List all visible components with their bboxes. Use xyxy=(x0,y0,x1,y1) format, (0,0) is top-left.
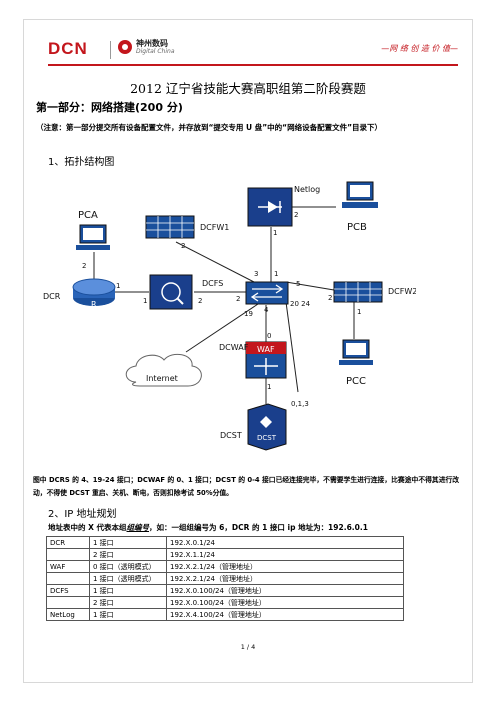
dcn-logo: DCN xyxy=(48,39,88,58)
port-waf-0: 0 xyxy=(267,332,271,340)
internet-label: Internet xyxy=(146,374,178,383)
part1-title: 第一部分：网络搭建(200 分) xyxy=(36,101,183,114)
dcfw2-firewall-icon xyxy=(333,281,383,303)
table-row: DCFS 1 接口 192.X.0.100/24（管理地址） xyxy=(46,584,404,597)
waf-inner-label: WAF xyxy=(257,345,275,354)
group-number-emphasis: 组编号 xyxy=(126,523,150,532)
company-name-en: Digital China xyxy=(136,48,175,55)
port-sw-5: 5 xyxy=(296,280,300,288)
page-header: DCN 神州数码 Digital China —网 络 创 造 价 值— xyxy=(48,35,458,69)
pca-computer-icon xyxy=(76,224,110,250)
port-pca-2: 2 xyxy=(82,262,86,270)
dcwaf-label: DCWAF xyxy=(219,343,249,352)
company-name-cn: 神州数码 xyxy=(136,39,168,48)
page-number: 1 / 4 xyxy=(240,643,256,651)
digital-china-emblem-icon xyxy=(118,40,132,54)
port-sw-20-24: 20 24 xyxy=(290,300,311,308)
ip-address-table: DCR 1 接口 192.X.0.1/24 2 接口 192.X.1.1/24 … xyxy=(46,536,404,621)
dcfs-label: DCFS xyxy=(202,279,223,288)
port-sw-19: 19 xyxy=(244,310,253,318)
core-switch-icon xyxy=(245,281,289,305)
header-rule xyxy=(48,64,458,66)
port-dcfs-1: 1 xyxy=(143,297,147,305)
pcc-computer-icon xyxy=(339,339,373,365)
dcfw1-label: DCFW1 xyxy=(200,223,229,232)
pca-label: PCA xyxy=(78,210,98,221)
table-row: 1 接口（透明模式） 192.X.2.1/24（管理地址） xyxy=(46,572,404,585)
port-dcr-1: 1 xyxy=(116,282,120,290)
port-dcfw2-2: 2 xyxy=(328,294,332,302)
document-title: 2012 辽宁省技能大赛高职组第二阶段赛题 xyxy=(130,81,366,96)
table-row: 2 接口 192.X.1.1/24 xyxy=(46,548,404,561)
port-netlog-1: 1 xyxy=(273,229,277,237)
part1-note: （注意：第一部分提交所有设备配置文件，并存放到“提交专用 U 盘”中的“网络设备… xyxy=(36,123,383,132)
port-dcst-0-1-3: 0,1,3 xyxy=(291,400,309,408)
port-sw-2: 2 xyxy=(236,295,240,303)
port-sw-1: 1 xyxy=(274,270,278,278)
netlog-device-icon xyxy=(247,187,293,227)
port-dcfw1-2: 2 xyxy=(181,242,185,250)
dcr-router-icon xyxy=(72,278,116,306)
section2-heading: 2、IP 地址规划 xyxy=(48,509,117,520)
port-dcfw2-1: 1 xyxy=(357,308,361,316)
dcr-router-inner-label: R xyxy=(91,300,97,309)
port-waf-1: 1 xyxy=(267,383,271,391)
port-dcfs-2: 2 xyxy=(198,297,202,305)
pcb-computer-icon xyxy=(342,181,378,208)
dcfw2-label: DCFW2 xyxy=(388,287,416,296)
internet-cloud-icon xyxy=(125,353,202,387)
port-sw-4: 4 xyxy=(264,306,269,314)
dcfs-device-icon xyxy=(149,274,193,310)
dcwaf-device-icon xyxy=(245,341,287,379)
pcb-label: PCB xyxy=(347,222,367,233)
connection-warning: 图中 DCRS 的 4、19-24 接口；DCWAF 的 0、1 接口；DCST… xyxy=(33,476,460,497)
table-row: NetLog 1 接口 192.X.4.100/24（管理地址） xyxy=(46,608,404,621)
table-row: DCR 1 接口 192.X.0.1/24 xyxy=(46,536,404,549)
dcr-label: DCR xyxy=(43,292,61,301)
port-sw-3: 3 xyxy=(254,270,258,278)
dcst-label: DCST xyxy=(220,431,242,440)
topology-diagram: PCA 2 R DCR 1 DCFS 1 2 DCFW1 2 2 3 1 5 1… xyxy=(43,181,416,451)
dcfw1-firewall-icon xyxy=(145,215,195,239)
dcst-device-icon xyxy=(247,403,287,451)
section1-heading: 1、拓扑结构图 xyxy=(48,157,115,168)
logo-separator xyxy=(110,41,111,59)
port-netlog-2: 2 xyxy=(294,211,298,219)
dcst-inner-label: DCST xyxy=(257,434,277,442)
address-note: 地址表中的 X 代表本组组编号，如：一组组编号为 6，DCR 的 1 接口 ip… xyxy=(48,523,368,532)
table-row: 2 接口 192.X.0.100/24（管理地址） xyxy=(46,596,404,609)
page-border xyxy=(23,19,473,683)
netlog-label: Netlog xyxy=(294,185,320,194)
header-slogan: —网 络 创 造 价 值— xyxy=(381,44,458,53)
pcc-label: PCC xyxy=(346,376,366,387)
table-row: WAF 0 接口（透明模式） 192.X.2.1/24（管理地址） xyxy=(46,560,404,573)
